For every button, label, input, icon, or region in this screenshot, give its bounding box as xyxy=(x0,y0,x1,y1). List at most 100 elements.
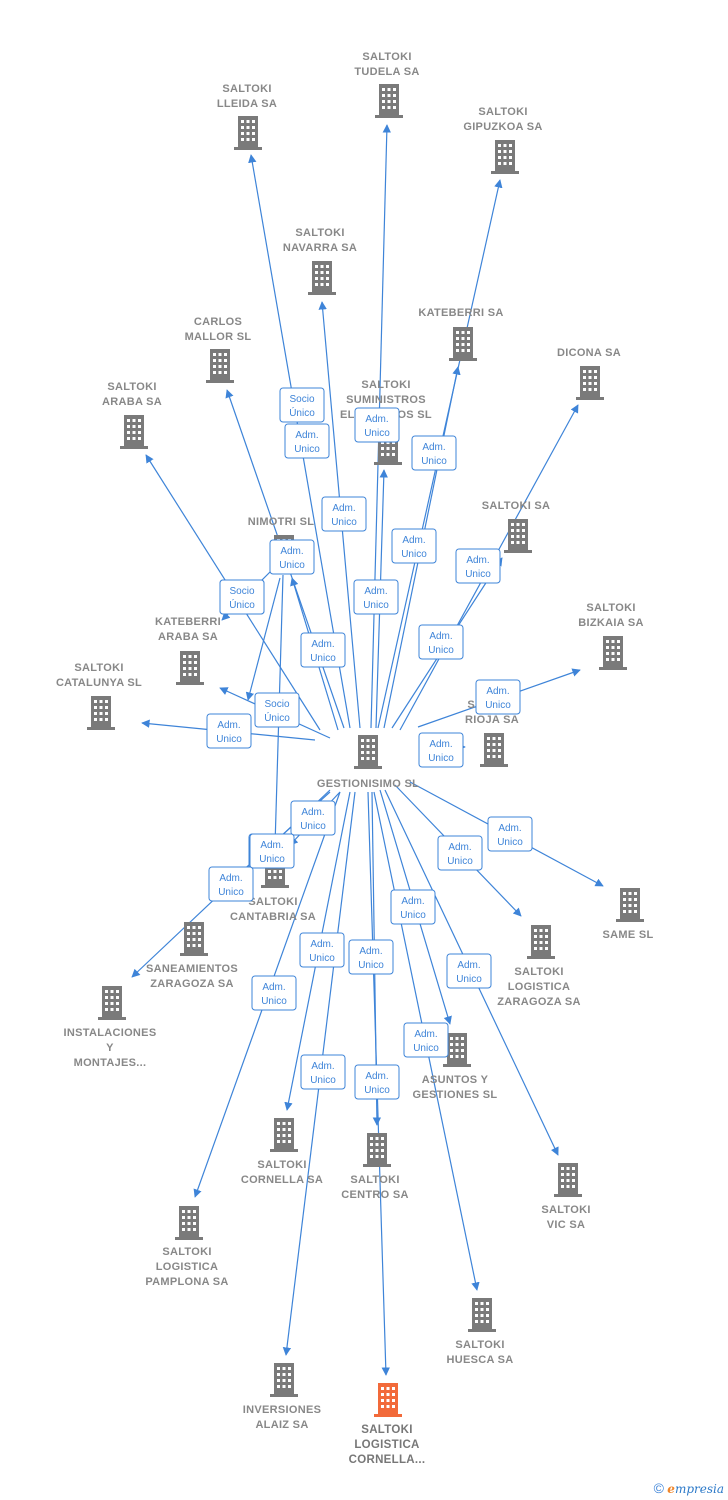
edge-label-text: Unico xyxy=(331,517,357,528)
node-label: KATEBERRI xyxy=(155,616,221,628)
node-label: PAMPLONA SA xyxy=(145,1276,228,1288)
edge-label-text: Adm. xyxy=(301,807,324,818)
node-kateberri[interactable]: KATEBERRI SA xyxy=(418,307,503,361)
node-same[interactable]: SAME SL xyxy=(603,888,654,941)
edge-label-catalunya[interactable]: Adm.Unico xyxy=(206,713,252,749)
node-label: VIC SA xyxy=(547,1219,585,1231)
edge-label-instalaciones[interactable]: Adm.Unico xyxy=(208,866,254,902)
edge-label-navarra[interactable]: Adm.Unico xyxy=(284,423,330,459)
node-logcornella[interactable]: SALTOKILOGISTICACORNELLA... xyxy=(349,1383,426,1466)
edge-label-text: Unico xyxy=(309,953,335,964)
edge-label-text: Unico xyxy=(456,974,482,985)
edge-label-kateberriaraba[interactable]: Adm.Unico xyxy=(300,632,346,668)
edge-label-text: Unico xyxy=(428,645,454,656)
edge-label-logcornella[interactable]: Adm.Unico xyxy=(354,1064,400,1100)
edge-label-text: Único xyxy=(229,598,255,611)
building-icon xyxy=(576,366,604,400)
edge-label-text: Adm. xyxy=(466,555,489,566)
building-icon xyxy=(98,986,126,1020)
edge-label-tudela[interactable]: Adm.Unico xyxy=(354,407,400,443)
edge-label-text: Socio xyxy=(229,586,254,597)
node-nimotri[interactable]: NIMOTRI SL xyxy=(248,516,315,569)
edge-label-text: Adm. xyxy=(332,503,355,514)
edge-label-centro[interactable]: Adm.Unico xyxy=(348,939,394,975)
edge-label-asuntos[interactable]: Adm.Unico xyxy=(390,889,436,925)
edge-label-text: Adm. xyxy=(429,739,452,750)
node-label: ASUNTOS Y xyxy=(422,1074,489,1086)
edge-label-text: Adm. xyxy=(365,1071,388,1082)
edge-label-zaragoza[interactable]: Adm.Unico xyxy=(437,835,483,871)
node-label: SALTOKI xyxy=(350,1174,399,1186)
edge-label-huesca[interactable]: Adm.Unico xyxy=(403,1022,449,1058)
edge-label-nimotri[interactable]: Adm.Unico xyxy=(269,539,315,575)
node-label: ARABA SA xyxy=(158,631,218,643)
node-label: ZARAGOZA SA xyxy=(150,978,234,990)
edge-label-text: Adm. xyxy=(359,946,382,957)
edge-label-rioja[interactable]: Adm.Unico xyxy=(418,732,464,768)
edge-label-text: Unico xyxy=(300,821,326,832)
edge-label-text: Unico xyxy=(413,1043,439,1054)
edge-label-inversiones[interactable]: Adm.Unico xyxy=(300,1054,346,1090)
edge-label-same[interactable]: Adm.Unico xyxy=(487,816,533,852)
edge-label-dicona[interactable]: Adm.Unico xyxy=(455,548,501,584)
node-label: SALTOKI xyxy=(222,83,271,95)
edge-label-cornella[interactable]: Adm.Unico xyxy=(299,932,345,968)
node-label: GIPUZKOA SA xyxy=(463,121,542,133)
node-label: SALTOKI xyxy=(514,966,563,978)
node-saltokisa[interactable]: SALTOKI SA xyxy=(482,500,551,553)
edge-label-bizkaia[interactable]: Adm.Unico xyxy=(475,679,521,715)
node-kateberriaraba[interactable]: KATEBERRI ARABA SA xyxy=(155,616,221,685)
edge-label-suministros[interactable]: Adm.Unico xyxy=(353,579,399,615)
edge-label-vic[interactable]: Adm.Unico xyxy=(446,953,492,989)
node-instalaciones[interactable]: INSTALACIONESYMONTAJES... xyxy=(64,986,157,1069)
building-icon xyxy=(87,696,115,730)
edge-label-text: Adm. xyxy=(295,430,318,441)
edge-label-text: Adm. xyxy=(217,720,240,731)
empresia-footer[interactable]: © empresia xyxy=(654,1480,724,1496)
edge-label-saltokisa[interactable]: Adm.Unico xyxy=(418,624,464,660)
edge-label-text: Socio xyxy=(289,394,314,405)
node-label: CORNELLA... xyxy=(349,1454,426,1466)
node-label: SALTOKI SA xyxy=(482,500,551,512)
edge-labels: Adm.UnicoSocioÚnicoAdm.UnicoAdm.UnicoAdm… xyxy=(206,387,533,1100)
edge-label-text: Único xyxy=(289,406,315,419)
edge-label-nimotri-cantabria[interactable]: Adm.Unico xyxy=(249,833,295,869)
edge-label-text: Unico xyxy=(364,428,390,439)
node-dicona[interactable]: DICONA SA xyxy=(557,347,621,400)
edge-label-pamplona[interactable]: Adm.Unico xyxy=(251,975,297,1011)
node-label: SALTOKI xyxy=(455,1339,504,1351)
edge-label-carlos[interactable]: Adm. Unico xyxy=(321,496,367,532)
building-icon xyxy=(120,415,148,449)
edge-label-gipuzkoa[interactable]: Adm.Unico xyxy=(411,435,457,471)
node-label: INSTALACIONES xyxy=(64,1027,157,1039)
edge-label-kateberri[interactable]: Adm.Unico xyxy=(391,528,437,564)
edge-label-text: Unico xyxy=(259,854,285,865)
building-icon xyxy=(176,651,204,685)
edge-label-cantabria[interactable]: Adm. Unico xyxy=(290,800,336,836)
edge-label-text: Adm. xyxy=(262,982,285,993)
node-label: SALTOKI xyxy=(361,379,410,391)
node-gestionisimo[interactable]: GESTIONISIMO SL xyxy=(317,735,419,790)
